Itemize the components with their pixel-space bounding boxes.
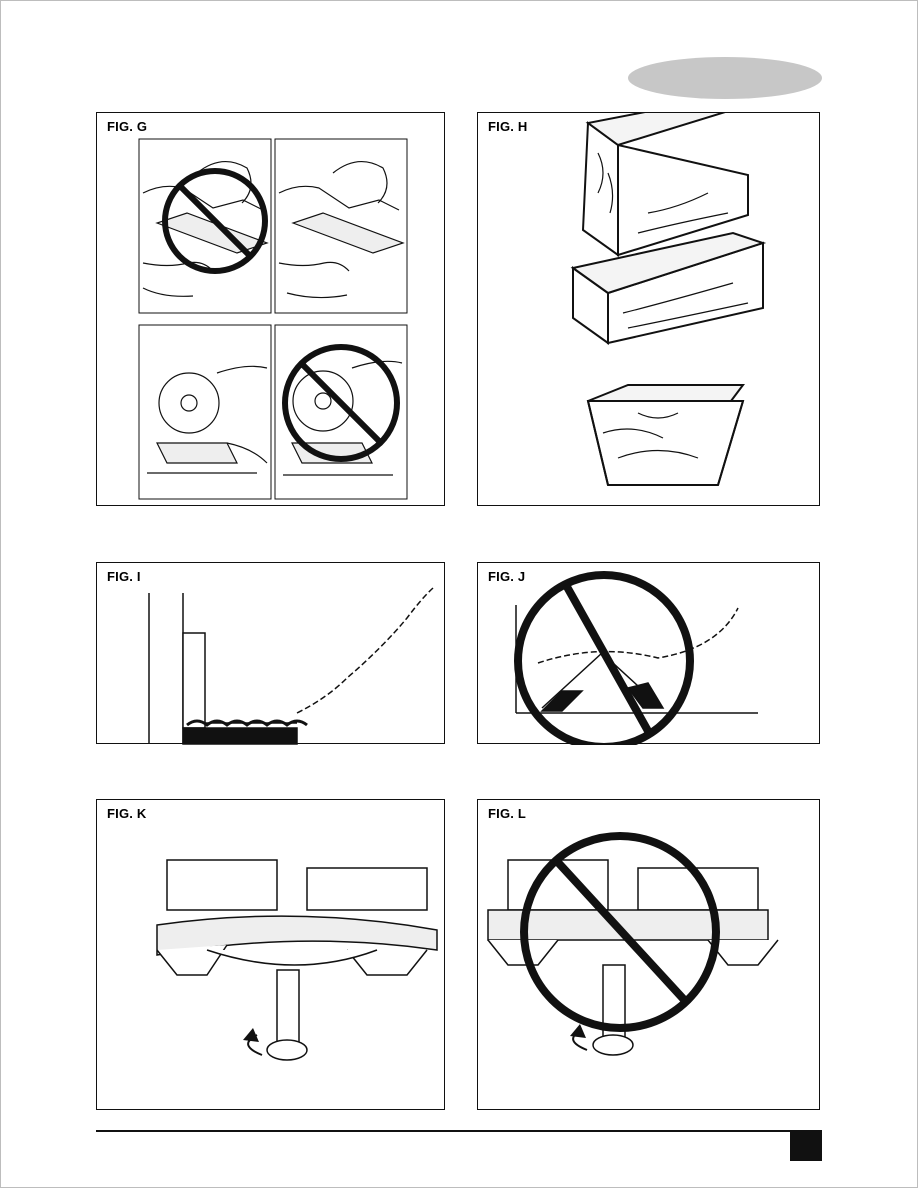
language-tab <box>628 57 822 99</box>
figure-i-illustration <box>97 563 446 745</box>
figure-l-panel: FIG. L <box>477 799 820 1110</box>
figure-g-illustration <box>97 113 446 507</box>
figure-g-panel: FIG. G <box>96 112 445 506</box>
figure-k-panel: FIG. K <box>96 799 445 1110</box>
figure-l-illustration <box>478 800 821 1111</box>
figure-k-illustration <box>97 800 446 1111</box>
figure-i-panel: FIG. I <box>96 562 445 744</box>
footer-rule <box>96 1130 822 1132</box>
figure-h-illustration <box>478 113 821 507</box>
figure-j-illustration <box>478 563 821 745</box>
figure-j-panel: FIG. J <box>477 562 820 744</box>
figure-h-panel: FIG. H <box>477 112 820 506</box>
page-number-box <box>790 1131 822 1161</box>
